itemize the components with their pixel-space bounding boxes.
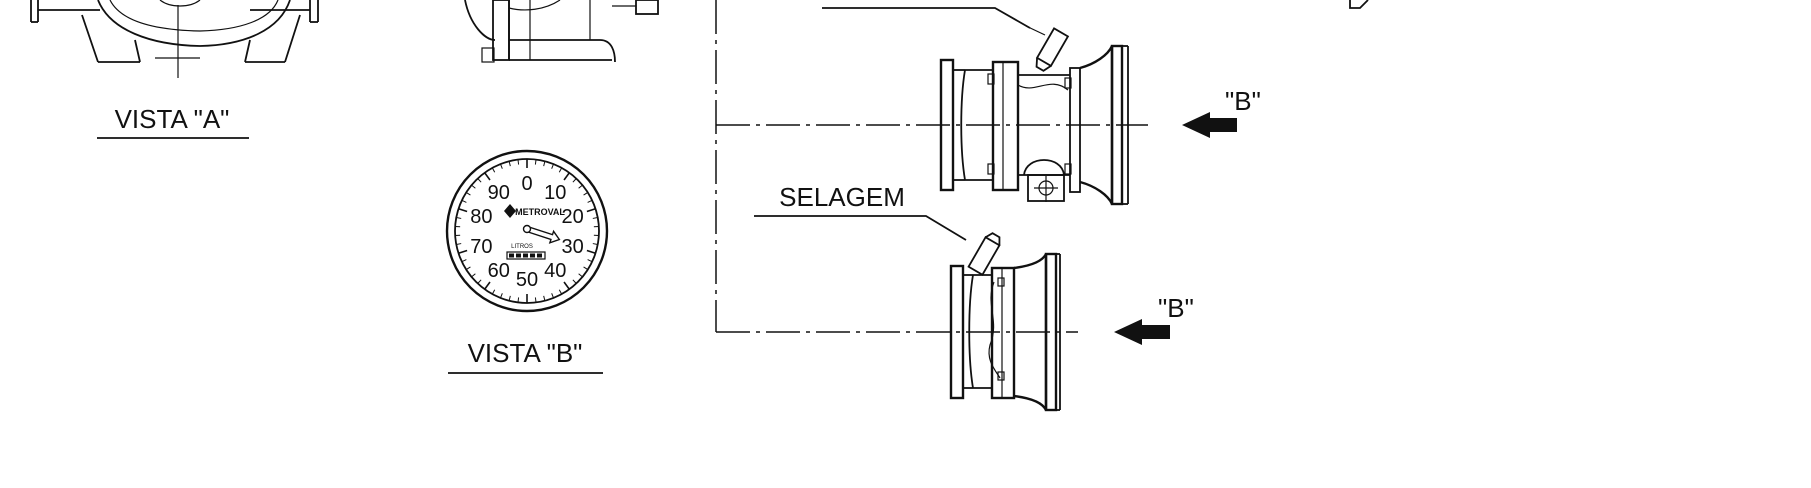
- dial-tick: [558, 289, 563, 295]
- dial-tick: [534, 159, 537, 165]
- dial-tick: [587, 259, 593, 263]
- flow-arrow-low: [1114, 319, 1170, 345]
- dial-tick: [461, 259, 467, 263]
- view-a-label: VISTA "A": [115, 104, 230, 134]
- dial-tick: [491, 289, 496, 295]
- dial-tick: [477, 178, 482, 183]
- dial-tick: [465, 266, 471, 271]
- dial-tick: [456, 243, 462, 245]
- dial-number: 0: [521, 173, 532, 195]
- lower-meter-assembly: [754, 215, 1061, 412]
- dial-tick: [543, 295, 546, 301]
- dial-tick: [583, 191, 589, 196]
- dial-tick: [587, 199, 593, 203]
- dial-tick: [578, 184, 583, 189]
- dial-tick: [500, 293, 503, 299]
- brand-logo-icon: [504, 204, 516, 218]
- dial-tick: [477, 279, 482, 284]
- dial-tick: [543, 161, 546, 167]
- dial-tick: [456, 217, 462, 219]
- odometer-counter: [506, 251, 546, 260]
- housing-side-view: [464, 0, 659, 63]
- dial-tick: [563, 281, 570, 290]
- dial-tick: [484, 172, 491, 181]
- dial-tick: [534, 297, 537, 303]
- dial-ticks: [455, 159, 599, 303]
- dial-tick: [458, 249, 468, 255]
- piping-centerlines: [715, 0, 1148, 333]
- view-b-label: VISTA "B": [468, 338, 583, 368]
- dial-tick: [551, 293, 554, 299]
- dial-tick: [500, 163, 503, 169]
- dial-tick: [592, 217, 598, 219]
- pointer-needle: [525, 225, 561, 244]
- dial-tick: [491, 167, 496, 173]
- dial-number: 30: [562, 236, 584, 258]
- dial-tick: [465, 191, 471, 196]
- dial-number: 50: [516, 269, 538, 291]
- arrow-label-mid: "B": [1225, 86, 1261, 116]
- top-right-fragment: [1349, 0, 1369, 9]
- dial-tick: [517, 159, 520, 165]
- dial-number: 70: [470, 236, 492, 258]
- dial-tick: [592, 243, 598, 245]
- dial-tick: [572, 279, 577, 284]
- dial-tick: [563, 172, 570, 181]
- dial-tick: [471, 273, 476, 278]
- dial-number: 80: [470, 206, 492, 228]
- dial-tick: [586, 249, 596, 255]
- flow-arrow-mid: [1182, 112, 1237, 138]
- dial-tick: [458, 207, 468, 213]
- dial-tick: [572, 178, 577, 183]
- dial-number: 40: [544, 260, 566, 282]
- dial-tick: [517, 297, 520, 303]
- pointer-hub: [522, 224, 532, 234]
- arrow-label-low: "B": [1158, 293, 1194, 323]
- upper-meter-assembly: [822, 7, 1129, 206]
- dial-tick: [558, 167, 563, 173]
- dial-unit: LITROS: [511, 244, 533, 250]
- dial-tick: [551, 163, 554, 169]
- dial-number: 60: [488, 260, 510, 282]
- dial-tick: [508, 295, 511, 301]
- dial-number: 20: [562, 206, 584, 228]
- view-a-drawing: [30, 0, 319, 78]
- dial-brand: METROVAL: [515, 207, 565, 217]
- dial-tick: [484, 281, 491, 290]
- dial-tick: [578, 273, 583, 278]
- dial-pointer: [522, 224, 561, 244]
- dial-number: 10: [544, 182, 566, 204]
- sealing-label: SELAGEM: [779, 182, 905, 212]
- dial-tick: [583, 266, 589, 271]
- dial-tick: [461, 199, 467, 203]
- dial-tick: [586, 207, 596, 213]
- dial-number: 90: [488, 182, 510, 204]
- dial-tick: [471, 184, 476, 189]
- dial-tick: [508, 161, 511, 167]
